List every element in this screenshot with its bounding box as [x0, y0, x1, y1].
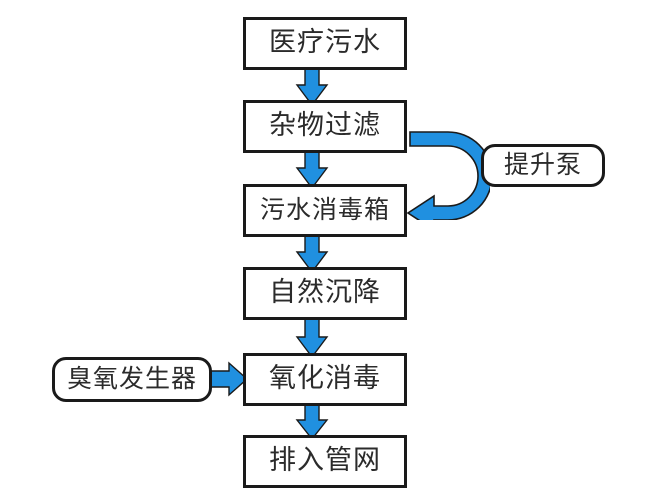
arrow-ozone-to-n5 [207, 361, 249, 397]
node-wastewater-disinfection-tank[interactable]: 污水消毒箱 [243, 184, 407, 237]
node-natural-sedimentation[interactable]: 自然沉降 [243, 267, 407, 320]
node-label: 医疗污水 [269, 27, 381, 58]
node-label: 杂物过滤 [269, 110, 381, 141]
node-discharge-to-pipe-network[interactable]: 排入管网 [243, 435, 407, 488]
node-label: 自然沉降 [269, 277, 381, 308]
node-debris-filtration[interactable]: 杂物过滤 [243, 100, 407, 153]
node-label: 氧化消毒 [269, 363, 381, 394]
node-lift-pump[interactable]: 提升泵 [481, 144, 605, 187]
node-medical-wastewater[interactable]: 医疗污水 [243, 17, 407, 70]
node-label: 排入管网 [269, 445, 381, 476]
node-label: 提升泵 [503, 150, 582, 179]
node-label: 臭氧发生器 [66, 364, 197, 393]
node-label: 污水消毒箱 [259, 195, 390, 224]
arrow-n4-to-n5 [295, 315, 329, 359]
node-ozone-generator[interactable]: 臭氧发生器 [52, 357, 212, 402]
node-oxidative-disinfection[interactable]: 氧化消毒 [243, 353, 407, 406]
arrow-n2-to-n3 [295, 148, 329, 190]
arrow-pump-uturn [404, 128, 493, 232]
